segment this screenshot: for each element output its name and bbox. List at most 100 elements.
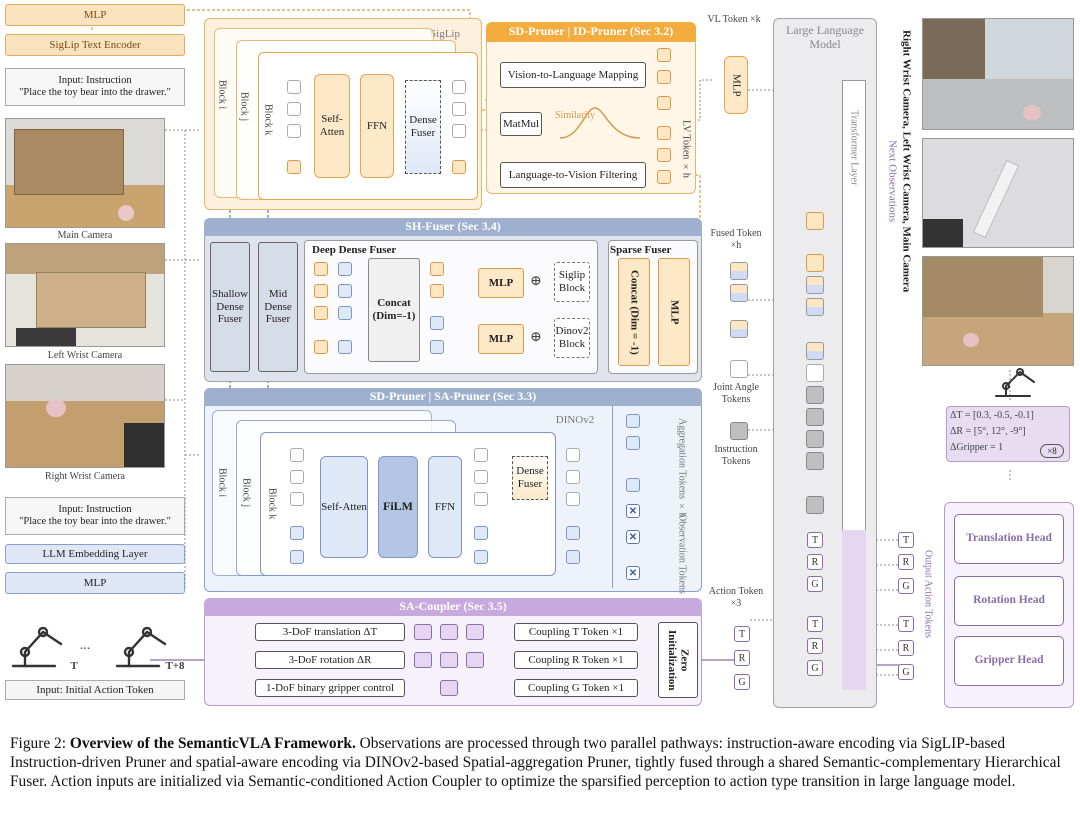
dinov2-dense-fuser: Dense Fuser — [512, 456, 548, 500]
main-camera-image — [5, 118, 165, 228]
llm-r-2: R — [807, 638, 823, 654]
joint-angle-label: Joint Angle Tokens — [713, 382, 759, 405]
llm-t-1: T — [807, 532, 823, 548]
transformer-layer-label: Transformer Layer — [848, 110, 860, 186]
action-r: R — [734, 650, 750, 666]
vl-mlp-box: MLP — [724, 56, 748, 114]
next-main-camera-image — [922, 256, 1074, 366]
robot-t8-label: T+8 — [165, 660, 185, 672]
transformer-action-region — [842, 530, 866, 690]
robot-arm-icons — [11, 626, 167, 668]
caption-bold: Overview of the SemanticVLA Framework. — [69, 735, 356, 752]
observation-tokens-label: Observation Tokens — [676, 514, 688, 594]
llm-t-2: T — [807, 616, 823, 632]
lv-token-label: LV Token ×h — [680, 120, 692, 178]
sa-coupler-title: SA-Coupler (Sec 3.5) — [204, 598, 702, 616]
delta-output-box — [946, 406, 1070, 462]
siglip-text-encoder-box: SigLip Text Encoder — [5, 34, 185, 56]
out-t-2: T — [898, 616, 914, 632]
robot-t-label: T — [70, 660, 78, 672]
llm-r-1: R — [807, 554, 823, 570]
output-action-tokens-label: Output Action Tokens — [922, 550, 934, 639]
siglip-title: SigLip — [430, 28, 460, 40]
plus-icon-2: ⊕ — [530, 330, 542, 345]
dinov2-title: DINOv2 — [555, 414, 595, 426]
out-g-1: G — [898, 578, 914, 594]
siglip-text-encoder-label: SigLip Text Encoder — [49, 38, 141, 51]
action-t: T — [734, 626, 750, 642]
input-action-token-label: Input: Initial Action Token — [36, 683, 154, 696]
siglip-block-box: Siglip Block — [554, 262, 590, 302]
deep-mlp-1: MLP — [478, 268, 524, 298]
gripper-head: Gripper Head — [954, 636, 1064, 686]
plus-icon-1: ⊕ — [530, 274, 542, 289]
llm-embedding-layer-label: LLM Embedding Layer — [42, 547, 148, 560]
action-g: G — [734, 674, 750, 690]
coupling-g-box: Coupling G Token ×1 — [514, 679, 638, 697]
llm-embedding-layer-box: LLM Embedding Layer — [5, 544, 185, 564]
sa-pruner-title: SD-Pruner | SA-Pruner (Sec 3.3) — [204, 388, 702, 406]
input-action-token-box: Input: Initial Action Token — [5, 680, 185, 700]
delta-gripper-text: ΔGripper = 1 — [950, 442, 1004, 453]
siglip-ffn: FFN — [360, 74, 394, 178]
caption-text: Observations are processed through two p… — [10, 735, 1061, 790]
id-pruner-title: SD-Pruner | ID-Pruner (Sec 3.2) — [486, 22, 696, 42]
aggregation-tokens-label: Aggregation Tokens ×h — [676, 418, 688, 518]
out-r-2: R — [898, 640, 914, 656]
sa-token-panel — [612, 406, 698, 588]
right-wrist-camera-label: Right Wrist Camera — [45, 471, 125, 482]
dinov2-ffn: FFN — [428, 456, 462, 558]
matmul-box: MatMul — [500, 112, 542, 136]
deep-dense-fuser-title: Deep Dense Fuser — [312, 244, 397, 256]
obs-token-x-1: ✕ — [626, 504, 640, 518]
main-camera-label: Main Camera — [57, 230, 113, 241]
llm-g-2: G — [807, 660, 823, 676]
out-t-1: T — [898, 532, 914, 548]
dinov2-self-atten: Self-Atten — [320, 456, 368, 558]
llm-g-1: G — [807, 576, 823, 592]
dinov2-block-k-label: Block k — [266, 488, 278, 520]
dinov2-block-box: Dinov2 Block — [554, 318, 590, 358]
rotation-head: Rotation Head — [954, 576, 1064, 626]
dof-rotation-box: 3-DoF rotation ΔR — [255, 651, 405, 669]
shallow-dense-fuser: Shallow Dense Fuser — [210, 242, 250, 372]
sparse-mlp-box: MLP — [658, 258, 690, 366]
left-wrist-camera-label: Left Wrist Camera — [47, 350, 123, 361]
vl-token-label: VL Token ×k — [707, 14, 761, 25]
similarity-label: Similarity — [555, 110, 595, 121]
next-left-wrist-image — [922, 138, 1074, 248]
dinov2-block-j-label: Block j — [240, 478, 252, 508]
input-instruction-bottom: Input: Instruction "Place the toy bear i… — [5, 497, 185, 535]
coupling-r-box: Coupling R Token ×1 — [514, 651, 638, 669]
zero-init-box: Zero Initialization — [658, 622, 698, 698]
input-instruction-top: Input: Instruction "Place the toy bear i… — [5, 68, 185, 106]
mlp-top-label: MLP — [83, 8, 107, 21]
siglip-dense-fuser: Dense Fuser — [405, 80, 441, 174]
sparse-fuser-title: Sparse Fuser — [610, 244, 672, 256]
similarity-curve — [560, 107, 640, 139]
obs-token-x-3: ✕ — [626, 566, 640, 580]
dof-gripper-box: 1-DoF binary gripper control — [255, 679, 405, 697]
sh-fuser-title: SH-Fuser (Sec 3.4) — [204, 218, 702, 236]
input-instruction-text: "Place the toy bear into the drawer." — [19, 87, 171, 98]
dinov2-block-i-label: Block i — [216, 468, 228, 498]
llm-title: Large Language Model — [785, 23, 865, 51]
obs-token-x-2: ✕ — [626, 530, 640, 544]
mlp-bottom-box: MLP — [5, 572, 185, 594]
deep-dense-fuser-area — [304, 240, 598, 374]
input-instruction-title: Input: Instruction — [58, 74, 132, 86]
mlp-top-box: MLP — [5, 4, 185, 26]
dof-translation-box: 3-DoF translation ΔT — [255, 623, 405, 641]
delta-r-text: ΔR = [5°, 12°, -9°] — [950, 426, 1026, 437]
left-wrist-camera-image — [5, 243, 165, 347]
mlp-bottom-label: MLP — [83, 576, 107, 589]
instruction-tokens-label: Instruction Tokens — [714, 444, 758, 467]
output-robot-icon — [995, 368, 1035, 397]
figure-caption: Figure 2: Overview of the SemanticVLA Fr… — [10, 734, 1072, 791]
fused-token-label: Fused Token ×h — [710, 228, 762, 251]
caption-prefix: Figure 2: — [10, 735, 70, 752]
action-token-label: Action Token ×3 — [708, 586, 764, 609]
siglip-self-atten: Self-Atten — [314, 74, 350, 178]
mid-dense-fuser: Mid Dense Fuser — [258, 242, 298, 372]
right-wrist-camera-image — [5, 364, 165, 468]
